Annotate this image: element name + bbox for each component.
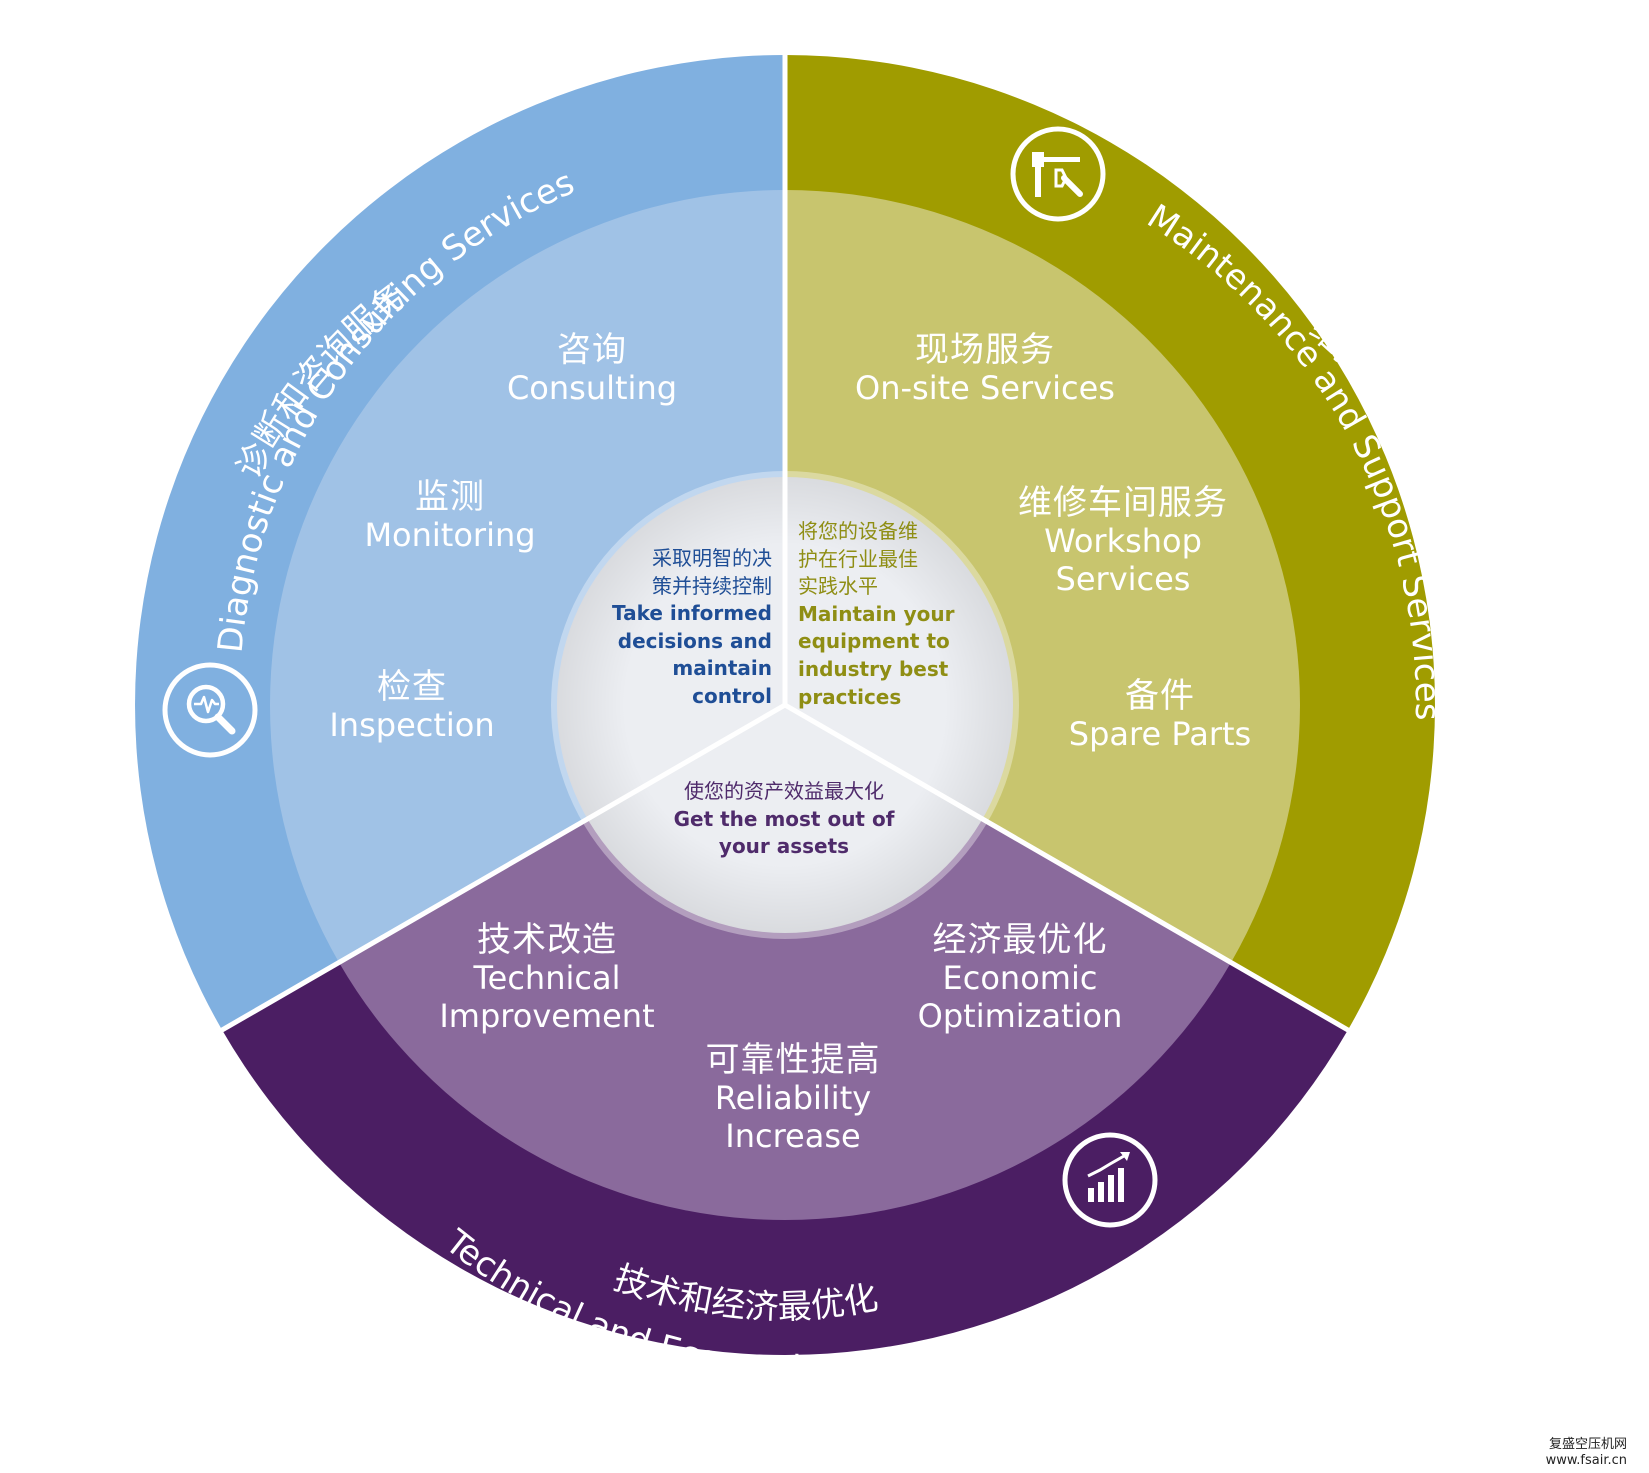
site-watermark: 复盛空压机网 www.fsair.cn [1546, 1437, 1627, 1470]
center-blue-en1: Take informed [612, 601, 772, 626]
tools-icon [1010, 126, 1106, 222]
workshop-en2: Services [1055, 559, 1191, 598]
center-blue-zh1: 采取明智的决 [652, 546, 772, 570]
center-purple-zh1: 使您的资产效益最大化 [684, 779, 884, 803]
center-blue-en2: decisions and [617, 628, 772, 653]
reliability-en1: Reliability [714, 1079, 872, 1118]
center-blue-text: 采取明智的决 策并持续控制 Take informed decisions an… [612, 545, 772, 711]
workshop-zh: 维修车间服务 [1018, 483, 1228, 523]
center-olive-en2: equipment to [798, 629, 950, 654]
spare-zh: 备件 [1124, 676, 1195, 716]
monitoring-zh: 监测 [415, 477, 485, 517]
consulting-zh: 咨询 [556, 330, 627, 370]
center-purple-en1: Get the most out of [673, 806, 895, 831]
center-blue-en4: control [692, 683, 772, 708]
onsite-zh: 现场服务 [914, 330, 1055, 370]
center-olive-zh3: 实践水平 [798, 574, 878, 599]
sector-dividers [217, 51, 1353, 1035]
center-olive-zh2: 护在行业最佳 [798, 546, 918, 571]
center-olive-text: 将您的设备维 护在行业最佳 实践水平 Maintain your equipme… [798, 518, 954, 711]
center-olive-zh1: 将您的设备维 [798, 519, 918, 543]
economic-optimization-label: 经济最优化 Economic Optimization [918, 920, 1123, 1036]
monitoring-en: Monitoring [364, 516, 536, 555]
center-blue-zh2: 策并持续控制 [652, 573, 772, 598]
watermark-line2: www.fsair.cn [1545, 1453, 1627, 1469]
growth-chart-icon [1062, 1132, 1158, 1228]
workshop-services-label: 维修车间服务 Workshop Services [1018, 483, 1228, 599]
divider-line-3 [217, 702, 787, 1035]
economic-en2: Optimization [917, 996, 1123, 1035]
spare-parts-label: 备件 Spare Parts [1069, 676, 1251, 754]
inspection-zh: 检查 [377, 667, 447, 707]
center-blue-en3: maintain [672, 656, 772, 681]
technical-zh: 技术改造 [476, 920, 617, 960]
economic-en1: Economic [942, 959, 1098, 998]
spare-en: Spare Parts [1068, 715, 1252, 754]
center-olive-en4: practices [798, 684, 902, 709]
onsite-en: On-site Services [855, 369, 1115, 408]
divider-line-2 [783, 702, 1353, 1035]
onsite-services-label: 现场服务 On-site Services [855, 330, 1115, 408]
technical-improvement-label: 技术改造 Technical Improvement [439, 920, 654, 1036]
consulting-label: 咨询 Consulting [507, 330, 677, 408]
reliability-en2: Increase [725, 1116, 861, 1155]
inspection-en: Inspection [329, 706, 495, 745]
inspection-label: 检查 Inspection [329, 667, 494, 745]
purple-inner-sector [339, 705, 1231, 1220]
consulting-en: Consulting [506, 369, 678, 408]
monitoring-label: 监测 Monitoring [364, 477, 535, 555]
center-purple-en2: your assets [718, 834, 850, 859]
watermark-line1: 复盛空压机网 [1548, 1437, 1627, 1452]
reliability-increase-label: 可靠性提高 Reliability Increase [706, 1040, 881, 1156]
center-olive-en3: industry best [798, 656, 949, 681]
technical-en2: Improvement [439, 996, 655, 1035]
technical-en1: Technical [473, 959, 621, 998]
reliability-zh: 可靠性提高 [705, 1040, 881, 1080]
economic-zh: 经济最优化 [932, 920, 1108, 960]
center-olive-en1: Maintain your [798, 601, 955, 626]
workshop-en1: Workshop [1044, 522, 1202, 561]
center-purple-text: 使您的资产效益最大化 Get the most out of your asse… [674, 778, 895, 861]
magnifier-pulse-icon [162, 662, 258, 758]
